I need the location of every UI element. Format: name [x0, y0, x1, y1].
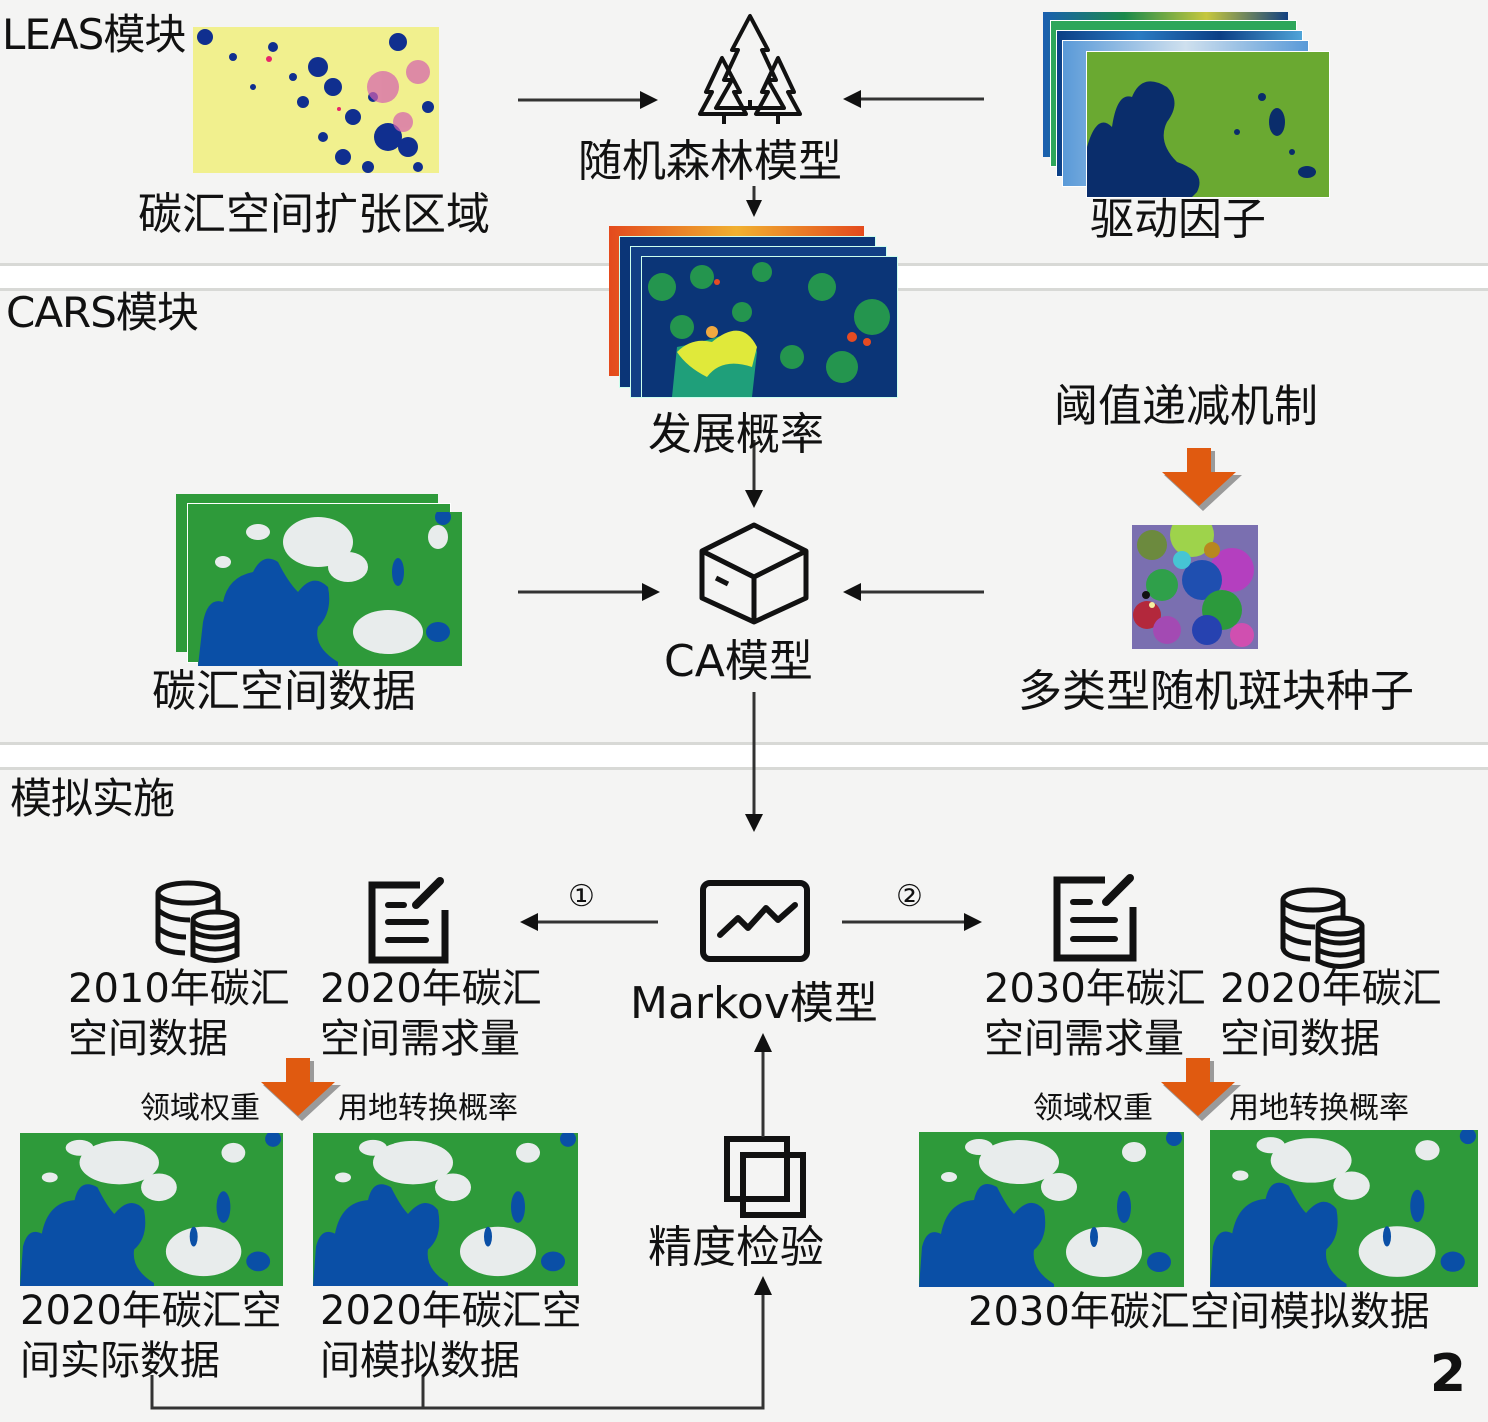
label-accuracy: 精度检验 — [648, 1222, 824, 1273]
expansion-area-map — [193, 27, 439, 173]
step-1-label: ① — [568, 879, 595, 914]
label-actual-2020: 2020年碳汇空 间实际数据 — [20, 1288, 282, 1384]
driver-factor-map — [1086, 51, 1330, 198]
label-markov: Markov模型 — [630, 978, 878, 1029]
label-2030-demand: 2030年碳汇 空间需求量 — [984, 966, 1206, 1062]
label-drivers: 驱动因子 — [1090, 194, 1266, 245]
simulated-2030-map-b — [1210, 1130, 1478, 1287]
label-2020-data: 2020年碳汇 空间数据 — [1220, 966, 1442, 1062]
section-title-simulation: 模拟实施 — [10, 774, 175, 823]
arrow-drivers-to-forest — [843, 90, 984, 108]
chart-icon — [700, 880, 810, 962]
simulated-2020-map — [313, 1133, 578, 1286]
database-icon — [155, 880, 240, 963]
label-2020-demand: 2020年碳汇 空间需求量 — [320, 966, 542, 1062]
random-patch-seeds-map — [1132, 525, 1258, 649]
arrow-expansion-to-forest — [518, 91, 658, 109]
carbon-spatial-data-map — [198, 512, 462, 666]
edit-document-icon — [1053, 874, 1137, 962]
section-title-leas: LEAS模块 — [2, 10, 186, 59]
simulated-2030-map-a — [919, 1132, 1184, 1287]
label-neighborhood-weight-left: 领域权重 — [140, 1091, 260, 1126]
arrow-accuracy-to-markov — [754, 1033, 772, 1137]
label-carbon-data: 碳汇空间数据 — [152, 666, 416, 717]
section-divider-cars-sim — [0, 742, 1488, 770]
arrow-markov-step2 — [842, 913, 982, 931]
label-expansion-area: 碳汇空间扩张区域 — [138, 189, 490, 240]
orange-down-arrow-left — [261, 1058, 341, 1121]
label-ca-model: CA模型 — [664, 636, 813, 687]
development-probability-map — [641, 256, 898, 398]
actual-2020-map — [20, 1133, 283, 1286]
label-2010-data: 2010年碳汇 空间数据 — [68, 966, 290, 1062]
edit-document-icon — [368, 877, 449, 964]
arrow-markov-step1 — [520, 913, 658, 931]
label-dev-probability: 发展概率 — [648, 409, 824, 460]
arrow-forest-to-probability — [746, 186, 762, 217]
database-icon — [1280, 887, 1365, 969]
step-2-label: ② — [896, 879, 923, 914]
label-threshold: 阈值递减机制 — [1054, 381, 1318, 432]
label-transition-prob-left: 用地转换概率 — [338, 1091, 518, 1126]
tree-icon — [698, 14, 802, 124]
orange-down-arrow-threshold — [1162, 448, 1242, 511]
label-transition-prob-right: 用地转换概率 — [1229, 1091, 1409, 1126]
arrow-carbon-data-to-ca — [518, 583, 660, 601]
label-random-forest: 随机森林模型 — [578, 136, 842, 187]
section-title-cars: CARS模块 — [6, 288, 199, 337]
overlap-squares-icon — [724, 1136, 806, 1218]
label-seeds: 多类型随机斑块种子 — [1018, 666, 1414, 717]
page-number: 2 — [1429, 1344, 1466, 1404]
label-simulated-2030: 2030年碳汇空间模拟数据 — [968, 1289, 1430, 1335]
label-neighborhood-weight-right: 领域权重 — [1033, 1091, 1153, 1126]
label-simulated-2020: 2020年碳汇空 间模拟数据 — [320, 1288, 582, 1384]
arrow-seeds-to-ca — [843, 583, 984, 601]
cube-icon — [699, 522, 809, 625]
